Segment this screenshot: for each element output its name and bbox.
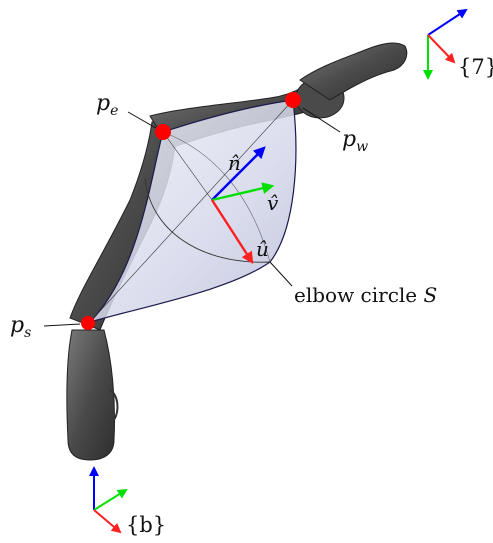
u-hat-label: û [256, 237, 269, 261]
v-hat-label: v̂ [267, 191, 279, 215]
u-hat-arrow [210, 199, 254, 265]
frame-7-triad [423, 8, 468, 80]
v-hat-arrow [211, 182, 275, 202]
frame-b-triad [89, 466, 128, 534]
elbow-cone [88, 99, 297, 324]
pw-leader [302, 107, 341, 133]
center-to-elbow [162, 131, 213, 201]
elbow-circle-label: elbow circle S [294, 283, 437, 307]
end-effector [299, 42, 408, 101]
wrist-point-marker [285, 92, 301, 108]
circle-frame [210, 146, 275, 265]
frame-b-label: {b} [126, 513, 166, 537]
frame-b-x-axis [93, 509, 122, 534]
n-hat-arrow [211, 146, 266, 201]
ps-leader [43, 323, 81, 327]
shoulder-wrist-axis [89, 99, 294, 323]
frame-7-z-axis [427, 8, 468, 36]
pe-leader [127, 111, 157, 129]
base-link-detail [109, 389, 119, 421]
frame-b-y-axis [93, 488, 128, 511]
elbow-leader [269, 261, 293, 287]
cone-surface [88, 99, 297, 324]
base-link [66, 329, 116, 461]
frame-7-x-axis [427, 34, 456, 64]
n-hat-label: n̂ [228, 151, 241, 175]
elbow-point-marker [155, 124, 171, 140]
pw-label: pw [342, 127, 368, 155]
pe-label: pe [96, 91, 118, 119]
frame-7-label: {7} [458, 55, 493, 79]
ps-label: ps [10, 313, 31, 341]
shoulder-point-marker [81, 316, 95, 330]
elbow-circle-arc-back [162, 131, 271, 263]
